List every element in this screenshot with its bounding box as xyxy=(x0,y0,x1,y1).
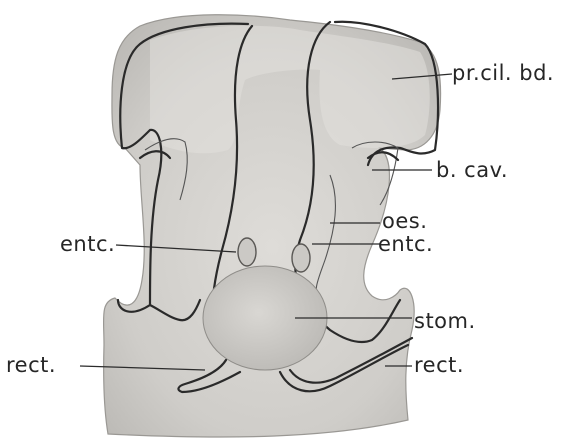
enterocoel-left xyxy=(238,238,256,266)
label-rect-right: rect. xyxy=(414,353,464,377)
label-oes: oes. xyxy=(382,209,427,233)
label-entc-right: entc. xyxy=(378,232,433,256)
label-entc-left: entc. xyxy=(60,232,115,256)
enterocoel-right xyxy=(292,244,310,272)
label-b-cav: b. cav. xyxy=(436,158,508,182)
label-stom: stom. xyxy=(414,309,476,333)
label-pr-cil-bd: pr.cil. bd. xyxy=(452,61,554,85)
label-rect-left: rect. xyxy=(6,353,56,377)
